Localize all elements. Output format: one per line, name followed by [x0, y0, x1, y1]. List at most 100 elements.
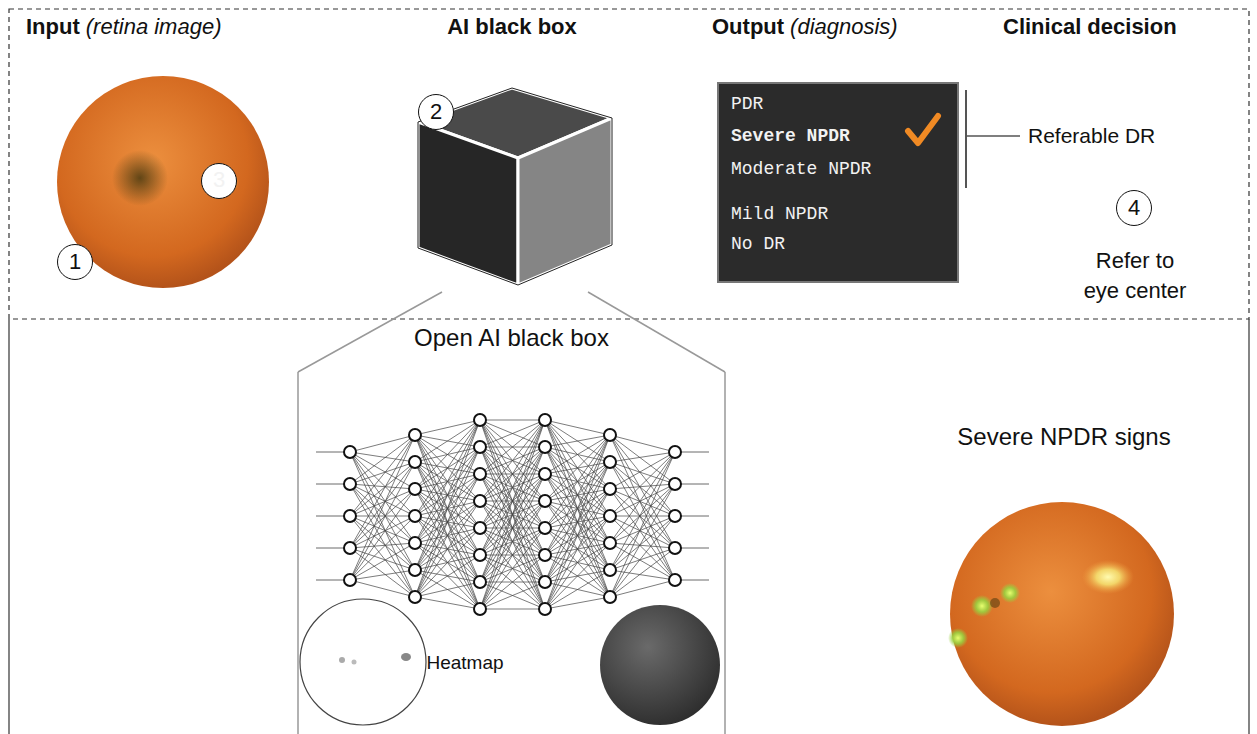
decision-label: Refer to eye center	[1079, 246, 1191, 306]
network-link	[480, 420, 545, 501]
network-link	[480, 447, 545, 609]
heat-dot	[401, 653, 411, 661]
network-link	[350, 580, 415, 597]
neuron	[539, 576, 551, 588]
network-link	[610, 452, 675, 543]
network-link	[610, 484, 675, 570]
neuron	[344, 542, 356, 554]
neuron	[474, 441, 486, 453]
network-link	[415, 543, 480, 609]
neuron	[474, 549, 486, 561]
network-link	[480, 420, 545, 528]
network-link	[350, 462, 415, 580]
network-link	[415, 528, 480, 597]
network-link	[610, 484, 675, 489]
network-link	[415, 420, 480, 543]
diagnosis-option: Moderate NPDR	[731, 159, 871, 179]
diagnosis-option: Mild NPDR	[731, 204, 828, 224]
network-link	[480, 555, 545, 609]
neuron	[409, 564, 421, 576]
network-link	[545, 435, 610, 582]
column-subheading: (retina image)	[86, 14, 222, 40]
network-link	[415, 420, 480, 462]
neuron	[539, 441, 551, 453]
network-link	[610, 435, 675, 452]
network-link	[480, 420, 545, 555]
hemorrhage	[990, 598, 1000, 608]
network-link	[415, 420, 480, 516]
neuron	[474, 603, 486, 615]
network-link	[350, 516, 415, 580]
diagnosis-option: Severe NPDR	[731, 126, 850, 146]
network-link	[415, 501, 480, 597]
lesion	[1000, 583, 1020, 603]
neuron	[344, 446, 356, 458]
network-link	[480, 447, 545, 609]
network-link	[545, 420, 610, 489]
neuron	[409, 483, 421, 495]
panel-edge	[297, 372, 299, 734]
network-link	[415, 555, 480, 597]
network-link	[610, 516, 675, 580]
lesion	[971, 595, 993, 617]
network-link	[480, 420, 545, 501]
network-link	[545, 435, 610, 528]
network-link	[350, 462, 415, 484]
network-link	[480, 501, 545, 609]
network-link	[610, 435, 675, 516]
retina-image	[950, 502, 1174, 726]
network-link	[350, 484, 415, 597]
retina-image	[57, 76, 269, 288]
network-link	[350, 435, 415, 484]
neuron	[669, 574, 681, 586]
network-link	[350, 435, 415, 548]
network-link	[610, 516, 675, 597]
neuron	[344, 574, 356, 586]
neuron	[539, 414, 551, 426]
network-link	[415, 474, 480, 597]
neuron	[539, 603, 551, 615]
network-link	[610, 435, 675, 484]
network-link	[610, 452, 675, 570]
network-link	[350, 435, 415, 452]
network-link	[415, 420, 480, 435]
network-link	[545, 420, 610, 516]
network-link	[480, 582, 545, 609]
neuron	[604, 591, 616, 603]
network-link	[545, 570, 610, 609]
neuron	[539, 522, 551, 534]
callout-number: 1	[69, 249, 81, 275]
network-link	[610, 435, 675, 548]
neuron	[669, 446, 681, 458]
network-link	[610, 543, 675, 548]
bracket	[965, 90, 967, 188]
neuron	[474, 468, 486, 480]
column-heading: Input	[26, 14, 80, 40]
network-link	[415, 582, 480, 597]
cube-outline	[418, 88, 612, 285]
neuron	[539, 495, 551, 507]
optic-disc	[1082, 560, 1134, 594]
network-link	[415, 420, 480, 597]
heatmap-circle	[300, 599, 426, 725]
neuron	[344, 510, 356, 522]
network-link	[480, 528, 545, 609]
column-heading: Clinical decision	[1003, 14, 1177, 40]
network-link	[545, 435, 610, 501]
network-link	[415, 597, 480, 609]
network-link	[480, 420, 545, 447]
network-link	[480, 420, 545, 528]
column-heading: Output	[712, 14, 784, 40]
network-link	[545, 420, 610, 543]
network-link	[480, 582, 545, 609]
neuron	[539, 468, 551, 480]
network-link	[480, 420, 545, 474]
neuron	[604, 510, 616, 522]
network-link	[350, 435, 415, 516]
network-link	[415, 435, 480, 609]
network-link	[545, 435, 610, 609]
neuron	[539, 549, 551, 561]
network-link	[480, 609, 545, 610]
network-link	[480, 420, 545, 582]
